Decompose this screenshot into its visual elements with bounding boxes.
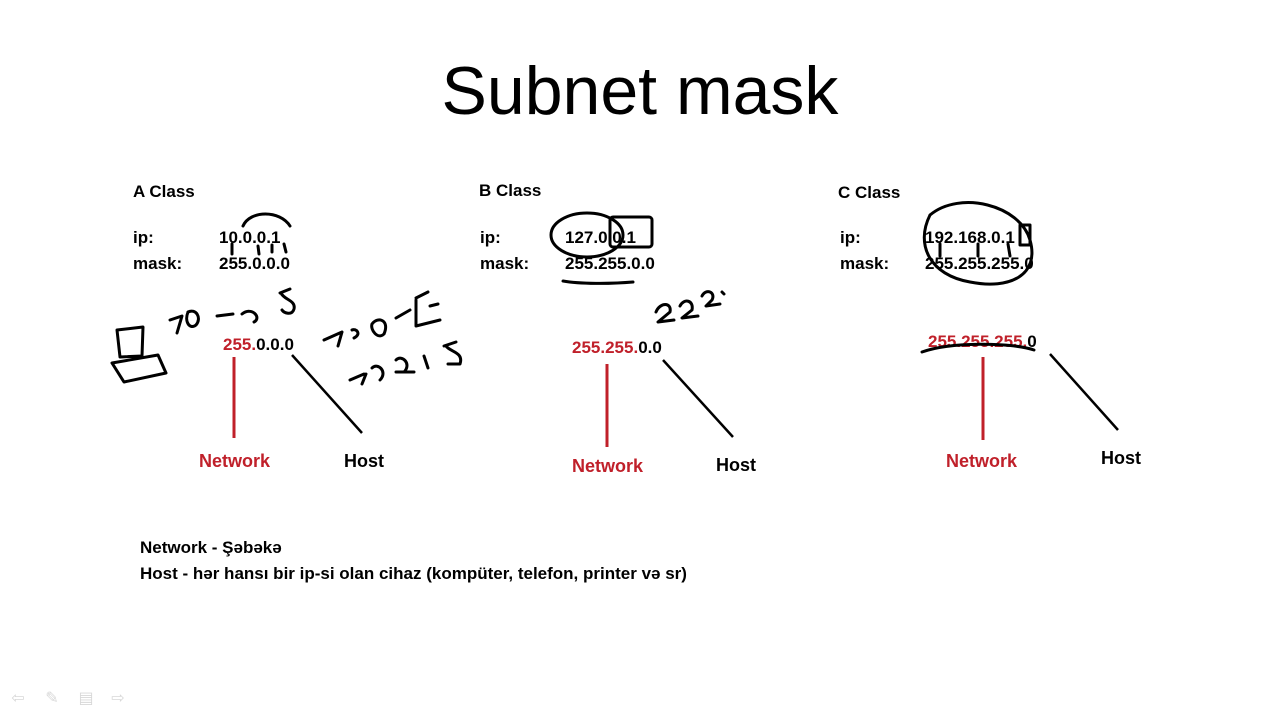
class-c-mask-value: 255.255.255.0 [925, 254, 1034, 273]
class-a-handwritten-numbers-2 [322, 290, 442, 348]
class-b-network-label: Network [572, 456, 644, 476]
class-c-title: C Class [838, 183, 901, 202]
pen-icon[interactable]: ✎ [45, 690, 59, 707]
arrow-left-icon[interactable]: ⇦ [11, 690, 25, 707]
class-a-title: A Class [133, 182, 195, 201]
class-b-host-label: Host [716, 455, 756, 475]
class-c-ip-label: ip: [840, 228, 861, 247]
class-b-mask-label: mask: [480, 254, 530, 273]
class-b-ip-label: ip: [480, 228, 501, 247]
class-c-ip-octet-box [1018, 223, 1032, 247]
class-c-host-line [1049, 353, 1119, 431]
class-b-mask-split: 255.255.0.0 [572, 338, 662, 358]
class-b-mask-value: 255.255.0.0 [565, 254, 655, 273]
class-a-mask-label: mask: [133, 254, 183, 273]
class-a-ip-label: ip: [133, 228, 154, 247]
class-c-mask-label: mask: [840, 254, 890, 273]
class-a-handwritten-numbers-1 [168, 287, 296, 335]
menu-icon[interactable]: ▤ [78, 690, 94, 707]
class-b-handwritten-numbers [654, 290, 726, 324]
class-a-host-part: 0.0.0 [256, 335, 294, 354]
class-a-mask-split: 255.0.0.0 [223, 335, 294, 355]
class-a-host-label: Host [344, 451, 384, 471]
class-a-ip-value: 10.0.0.1 [219, 228, 281, 247]
definition-host: Host - hər hansı bir ip-si olan cihaz (k… [140, 564, 687, 583]
class-b-host-line [662, 359, 734, 438]
class-c-host-label: Host [1101, 448, 1141, 468]
class-b-network-part: 255.255. [572, 338, 639, 357]
class-c-network-label: Network [946, 451, 1018, 471]
class-a-mask-value: 255.0.0.0 [219, 254, 290, 273]
class-a-network-part: 255. [223, 335, 257, 354]
class-a-host-line [291, 354, 363, 434]
arrow-right-icon[interactable]: ⇨ [111, 690, 125, 707]
class-c-mask-split: 255.255.255.0 [928, 332, 1037, 352]
class-a-network-label: Network [199, 451, 271, 471]
class-c-host-part: 0 [1027, 332, 1037, 351]
slide-title: Subnet mask [441, 53, 839, 129]
class-c-ip-value: 192.168.0.1 [925, 228, 1015, 247]
definition-network: Network - Şəbəkə [140, 538, 282, 557]
class-a-handwritten-numbers-3 [348, 340, 463, 386]
class-c-network-part: 255.255.255. [928, 332, 1028, 351]
class-a-ip-arc-scribble [241, 212, 292, 228]
class-b-mask-underline [561, 279, 635, 285]
class-b-title: B Class [479, 181, 542, 200]
class-a-device-sketch [110, 325, 168, 384]
class-b-ip-value: 127.0.0.1 [565, 228, 636, 247]
class-b-host-part: 0.0 [638, 338, 662, 357]
